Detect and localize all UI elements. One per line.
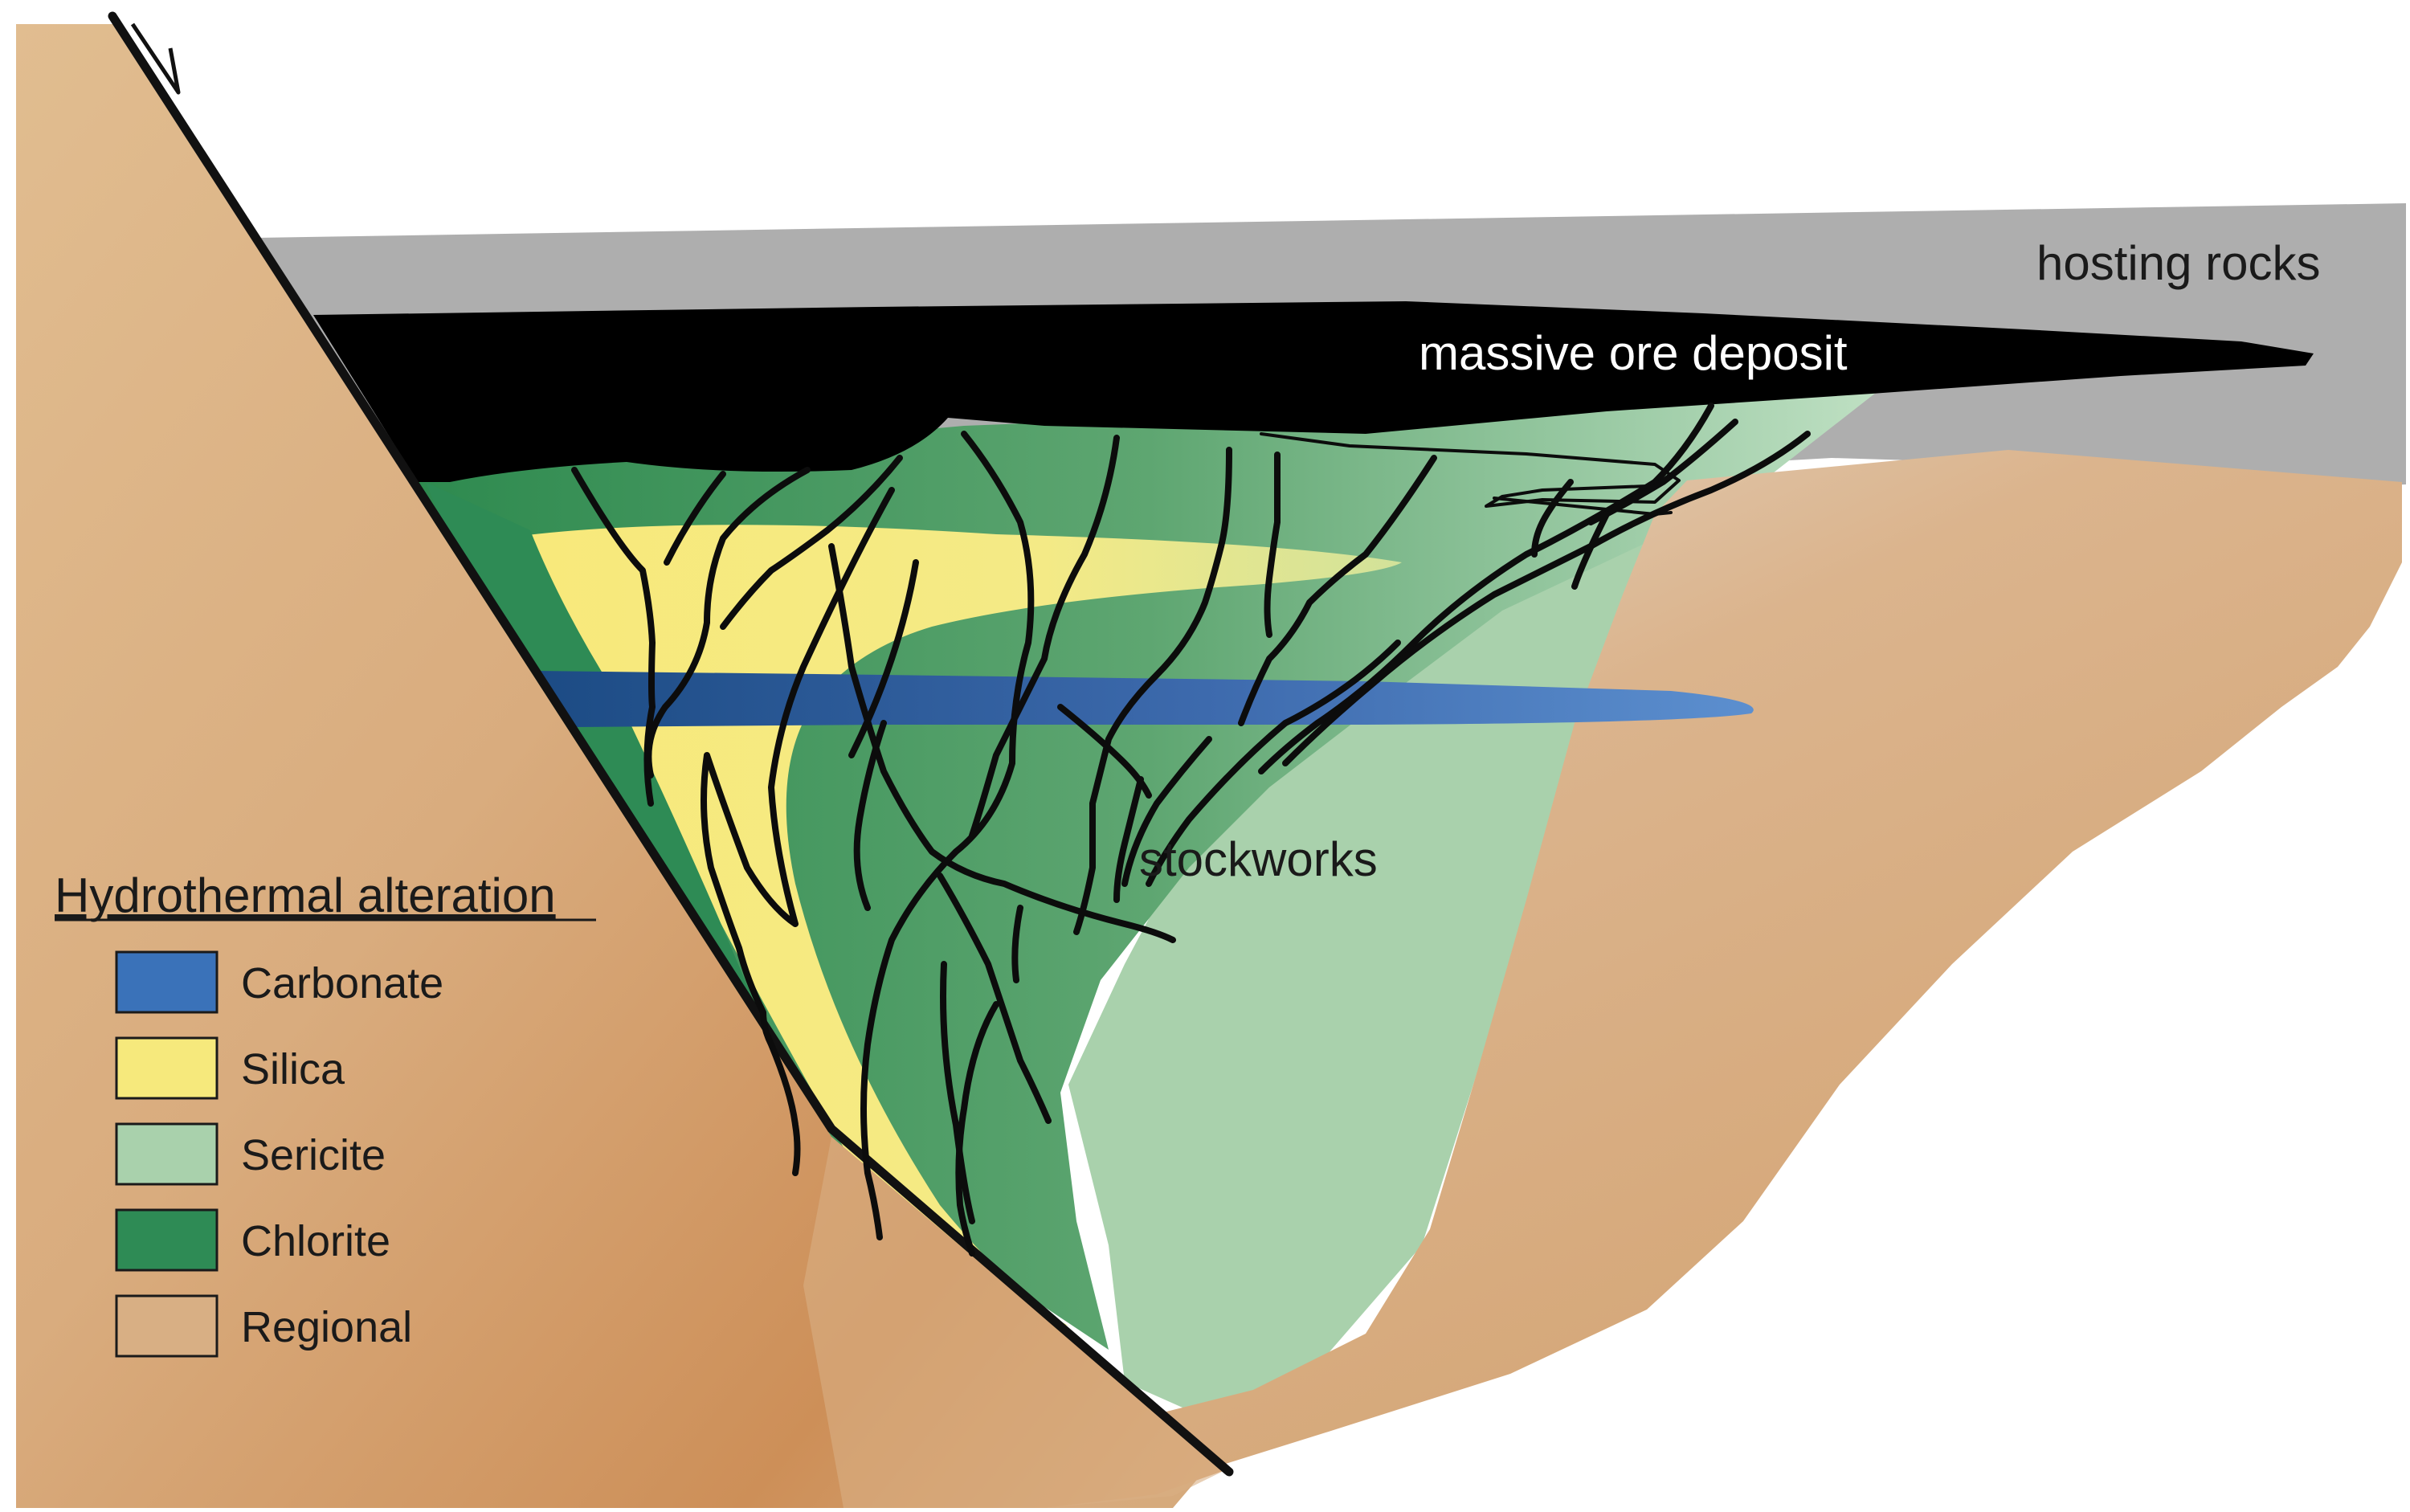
legend-swatch-regional <box>115 1294 219 1358</box>
massive-ore-deposit <box>313 301 2314 482</box>
carbonate-lens <box>537 671 1754 727</box>
legend-label-carbonate: Carbonate <box>241 959 443 1007</box>
legend-swatch-sericite <box>115 1122 219 1186</box>
legend-label-sericite: Sericite <box>241 1131 386 1179</box>
legend-swatch-silica <box>115 1036 219 1100</box>
regional-right-block <box>1044 450 2402 1508</box>
fault-arrow-icon <box>130 22 181 95</box>
regional-left-block <box>16 24 1225 1508</box>
stockworks-label: stockworks <box>1139 832 1378 886</box>
legend: Hydrothermal alteration Carbonate Silica… <box>55 868 596 1358</box>
legend-title: Hydrothermal alteration <box>55 868 556 922</box>
fault-line <box>108 11 1234 1477</box>
stockwork-veins <box>571 403 1811 1257</box>
legend-swatch-carbonate <box>115 950 219 1014</box>
legend-label-chlorite: Chlorite <box>241 1217 390 1265</box>
hosting-rocks-label: hosting rocks <box>2036 236 2321 290</box>
legend-label-regional: Regional <box>241 1303 412 1351</box>
massive-ore-label: massive ore deposit <box>1419 326 1848 380</box>
legend-swatch-chlorite <box>115 1208 219 1272</box>
legend-label-silica: Silica <box>241 1045 345 1093</box>
regional-left-lower <box>803 1137 1225 1508</box>
